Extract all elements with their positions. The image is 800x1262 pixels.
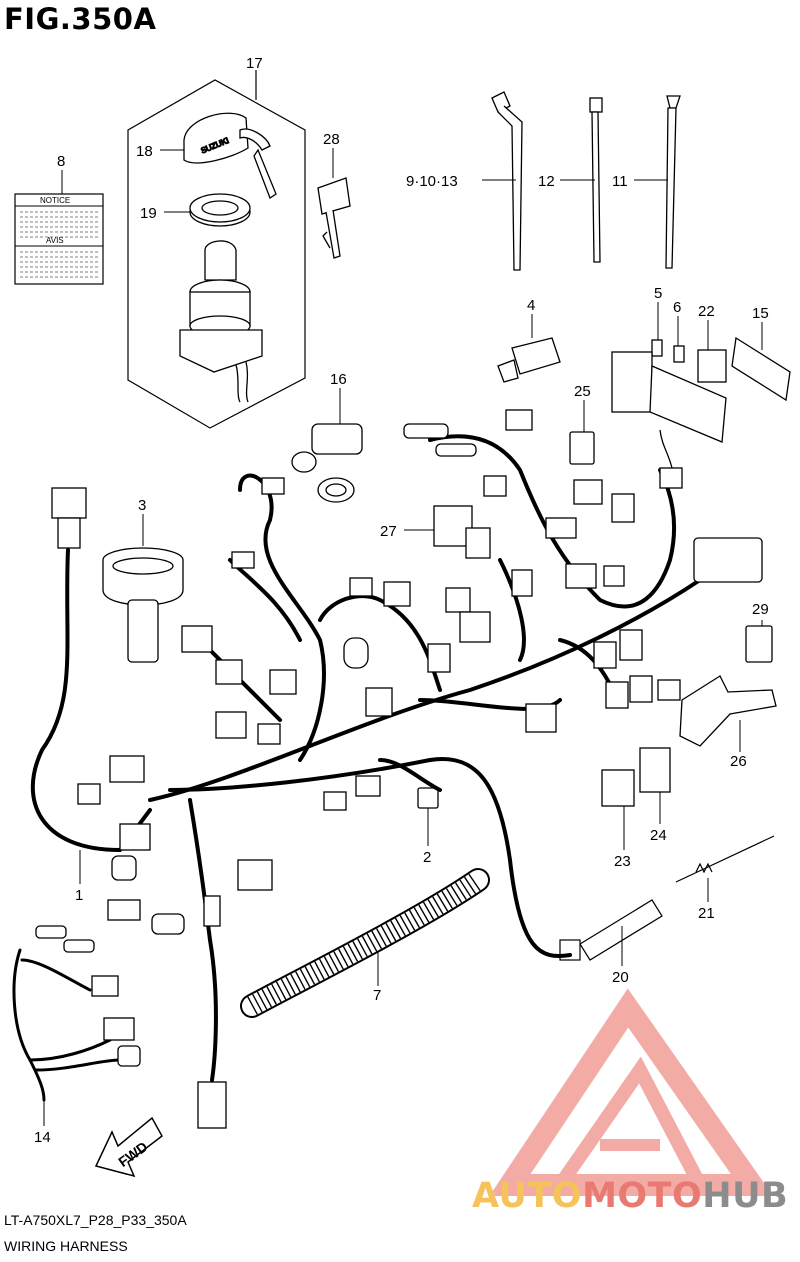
callout-1: 1 [75, 887, 83, 904]
ring-nut-part [189, 193, 251, 227]
callout-21: 21 [698, 905, 715, 922]
relay-part-27 [433, 505, 491, 559]
callout-3: 3 [138, 497, 146, 514]
callout-16: 16 [330, 371, 347, 388]
notice-text: NOTICE [40, 196, 70, 205]
key-cover-part: SUZUKI [183, 112, 277, 199]
sub-harness-part-14 [12, 948, 122, 1102]
cable-tie-parts [491, 91, 681, 271]
grommet-part-3 [102, 547, 184, 663]
cap-part-2 [417, 787, 439, 809]
fuse-relay-parts [611, 336, 791, 469]
callout-5: 5 [654, 285, 662, 302]
callout-6: 6 [673, 299, 681, 316]
callout-23: 23 [614, 853, 631, 870]
callout-19: 19 [140, 205, 157, 222]
watermark-logo [489, 988, 774, 1196]
callout-29: 29 [752, 601, 769, 618]
corrugated-tube-part-7 [240, 868, 490, 1018]
notice-label-part: NOTICE AVIS [14, 193, 104, 285]
callout-20: 20 [612, 969, 629, 986]
ignition-switch-part [179, 240, 263, 403]
callout-numbers: 17 18 19 8 28 9·10·13 12 11 4 5 6 22 15 … [34, 55, 769, 1146]
model-code: LT-A750XL7_P28_P33_350A [4, 1212, 187, 1228]
callout-8: 8 [57, 153, 65, 170]
connector-parts-23-24 [601, 747, 671, 807]
connector-part-25 [569, 431, 595, 465]
figure-name: WIRING HARNESS [4, 1238, 128, 1254]
callout-27: 27 [380, 523, 397, 540]
figure-title: FIG.350A [4, 2, 157, 36]
callout-2: 2 [423, 849, 431, 866]
watermark-moto: MOTO [582, 1176, 703, 1216]
callout-26: 26 [730, 753, 747, 770]
watermark-text: AUTOMOTOHUB [472, 1176, 788, 1216]
callout-11: 11 [612, 173, 628, 190]
main-harness-connectors [51, 409, 763, 1129]
socket-part-16 [291, 423, 363, 503]
fwd-direction-arrow: FWD [94, 1116, 163, 1178]
callout-17: 17 [246, 55, 263, 72]
callout-18: 18 [136, 143, 153, 160]
avis-text: AVIS [46, 236, 64, 245]
callout-9-10-13: 9·10·13 [406, 173, 458, 190]
key-part [317, 177, 351, 259]
connector-part-29 [745, 625, 773, 663]
watermark-auto: AUTO [472, 1176, 583, 1216]
callout-24: 24 [650, 827, 667, 844]
leader-lines [43, 72, 763, 1126]
callout-12: 12 [538, 173, 555, 190]
callout-25: 25 [574, 383, 591, 400]
callout-14: 14 [34, 1129, 51, 1146]
sub-harness-connectors [35, 925, 141, 1067]
callout-22: 22 [698, 303, 715, 320]
spring-sensor-parts [559, 835, 775, 961]
callout-4: 4 [527, 297, 535, 314]
bracket-part-26 [679, 675, 777, 747]
callout-7: 7 [373, 987, 381, 1004]
callout-15: 15 [752, 305, 769, 322]
boot-part-4 [497, 337, 561, 383]
watermark-hub: HUB [702, 1176, 789, 1216]
callout-28: 28 [323, 131, 340, 148]
